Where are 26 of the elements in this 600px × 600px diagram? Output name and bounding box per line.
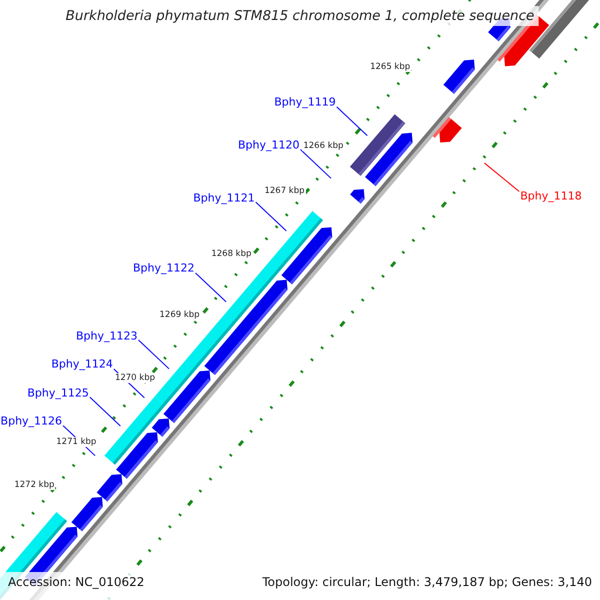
tick-label: 1266 kbp <box>302 140 344 151</box>
leader-line <box>336 106 368 136</box>
gene-label: Bphy_1125 <box>27 386 89 400</box>
gene-label: Bphy_1121 <box>193 191 255 204</box>
tick-label: 1270 kbp <box>114 372 156 383</box>
tick-label: 1269 kbp <box>158 310 201 320</box>
leader-line <box>89 396 121 426</box>
tick-label: 1268 kbp <box>210 248 252 259</box>
tick-label: 1265 kbp <box>369 62 412 72</box>
leader-line <box>300 149 332 179</box>
tick-label: 1267 kbp <box>263 186 306 196</box>
tick-label: 1271 kbp <box>55 437 98 448</box>
gene-label: Bphy_1123 <box>76 329 138 342</box>
footer-text: Accession: NC_010622 <box>8 575 144 589</box>
gene-label: Bphy_1120 <box>238 138 300 152</box>
gene-label: Bphy_1124 <box>51 358 113 371</box>
leader-line <box>484 162 520 192</box>
leader-line <box>194 272 227 302</box>
gene-label: Bphy_1118 <box>520 190 582 202</box>
gene-label: Bphy_1119 <box>274 96 336 109</box>
leader-line <box>255 202 287 232</box>
tick-label: 1272 kbp <box>13 480 56 490</box>
gene-label: Bphy_1126 <box>0 414 62 428</box>
footer-text: Topology: circular; Length: 3,479,187 bp; Genes: 3,140 <box>262 575 592 589</box>
gene-label: Bphy_1122 <box>132 262 194 275</box>
leader-line <box>138 340 170 370</box>
